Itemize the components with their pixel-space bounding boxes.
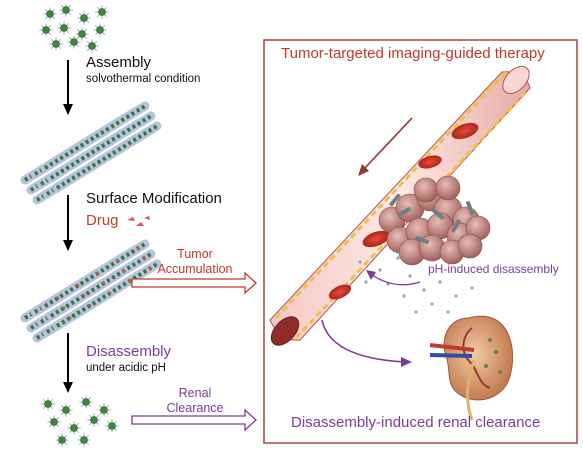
- nanoparticle: [55, 433, 69, 447]
- renal-clearance-label: Renal Clearance: [145, 386, 245, 416]
- panel-bottom-caption: Disassembly-induced renal clearance: [291, 414, 541, 431]
- panel-title: Tumor-targeted imaging-guided therapy: [281, 45, 545, 62]
- nanoparticle: [105, 419, 119, 433]
- step-arrow-3: [63, 333, 73, 393]
- nanoparticle: [97, 403, 111, 417]
- nanoparticle: [79, 395, 93, 409]
- tumor-label-line1: Tumor: [177, 247, 213, 261]
- blood-flow-arrow: [358, 117, 413, 176]
- nanoparticle: [93, 23, 107, 37]
- nanoparticle: [77, 11, 91, 25]
- nanoparticle: [59, 3, 73, 17]
- nanoparticle: [87, 413, 101, 427]
- assembly-title: Assembly: [86, 54, 152, 71]
- ph-disassembly-arrow: [366, 270, 421, 286]
- tumor-mass: [378, 175, 491, 266]
- nanoparticle: [47, 415, 61, 429]
- surface-modification-title: Surface Modification: [86, 190, 222, 207]
- nanoparticle: [95, 5, 109, 19]
- renal-path-arrow: [321, 319, 412, 367]
- nanoparticle: [75, 27, 89, 41]
- nanorod-bundle-assembled: [20, 101, 162, 205]
- step-arrow-2: [63, 195, 73, 251]
- disassembly-title: Disassembly: [86, 343, 172, 360]
- assembly-subtitle: solvothermal condition: [86, 73, 201, 85]
- nanoparticle: [67, 35, 81, 49]
- renal-label-line2: Clearance: [166, 401, 224, 415]
- nanoparticle: [85, 39, 99, 53]
- drug-molecules: [127, 216, 150, 226]
- nanoparticle: [77, 433, 91, 447]
- renal-clearance-arrow: [131, 408, 257, 432]
- tumor-cell: [457, 233, 483, 259]
- nanoparticle: [49, 37, 63, 51]
- disassembled-particles: [358, 256, 474, 314]
- tumor-label-line2: Accumulation: [157, 262, 233, 276]
- nanoparticle: [59, 403, 73, 417]
- nanoparticle-cluster-top: [39, 3, 109, 53]
- tumor-cell: [413, 177, 439, 203]
- tumor-cell: [435, 175, 461, 201]
- disassembly-subtitle: under acidic pH: [86, 362, 166, 374]
- nanoparticle: [41, 397, 55, 411]
- nanorod-bundle-drug-loaded: [20, 239, 162, 343]
- nanoparticle: [57, 21, 71, 35]
- nanoparticle: [67, 421, 81, 435]
- ph-disassembly-label: pH-induced disassembly: [428, 262, 559, 276]
- nanoparticle-cluster-bottom: [41, 395, 119, 447]
- kidney-illustration: [429, 315, 513, 421]
- drug-label: Drug: [86, 212, 119, 229]
- nanoparticle: [39, 23, 53, 37]
- red-blood-cells: [328, 122, 479, 300]
- tumor-accumulation-arrow: [131, 271, 257, 295]
- renal-label-line1: Renal: [178, 386, 212, 400]
- nanoparticle: [43, 7, 57, 21]
- tumor-accumulation-label: Tumor Accumulation: [145, 247, 245, 277]
- step-arrow-1: [63, 60, 73, 115]
